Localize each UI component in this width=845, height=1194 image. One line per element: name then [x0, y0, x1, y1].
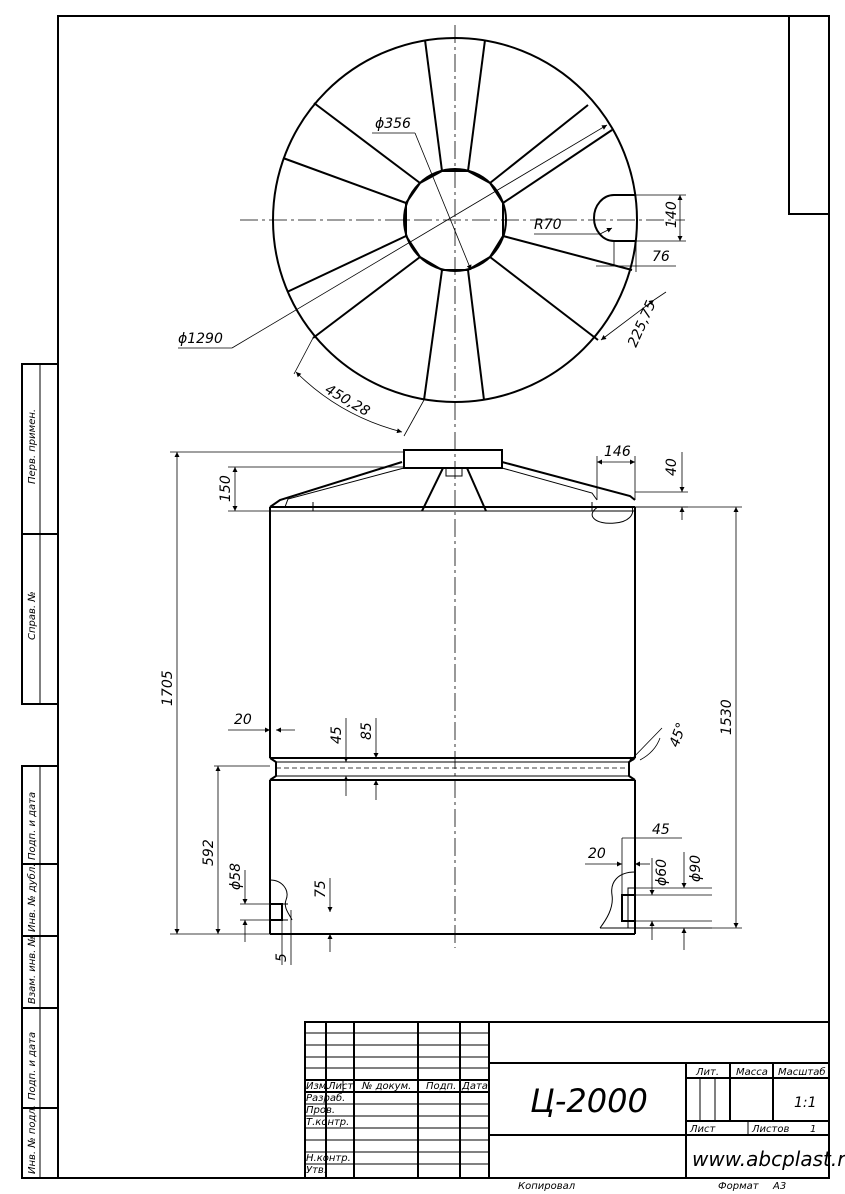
- tb-col-podp: Подп.: [426, 1081, 456, 1092]
- label-40: 40: [664, 458, 680, 476]
- side-label-sprav: Справ. №: [27, 591, 38, 640]
- side-label-inv-podl: Инв. № подл.: [27, 1105, 38, 1174]
- label-85: 85: [359, 722, 375, 740]
- tb-col-doc: № докум.: [361, 1081, 411, 1092]
- side-label-inv-dubl: Инв. № дубл.: [26, 864, 38, 932]
- label-r70: R70: [534, 217, 562, 233]
- label-dia-58: ϕ58: [228, 863, 244, 890]
- tb-scale: 1:1: [794, 1095, 817, 1111]
- tb-listov-label: Листов: [751, 1124, 789, 1135]
- side-lug: [593, 194, 636, 242]
- label-20-left: 20: [234, 712, 252, 728]
- tb-kopiroval: Копировал: [518, 1181, 576, 1192]
- label-45-deg: 45°: [667, 721, 691, 750]
- label-dia-1290: ϕ1290: [178, 331, 223, 347]
- label-20-right: 20: [588, 846, 606, 862]
- tb-company: www.abcplast.ru: [692, 1147, 845, 1171]
- label-dia-60: ϕ60: [654, 859, 670, 886]
- tb-row-tkontr: Т.контр.: [306, 1117, 349, 1128]
- tb-lit: Лит.: [695, 1067, 719, 1078]
- label-1705: 1705: [160, 670, 176, 706]
- label-140: 140: [664, 201, 680, 228]
- tb-format-label: Формат: [718, 1181, 760, 1192]
- tb-row-utv: Утв.: [306, 1165, 327, 1176]
- tb-row-prov: Пров.: [306, 1105, 335, 1116]
- tb-row-razrab: Разраб.: [306, 1092, 345, 1104]
- tb-masshtab: Масштаб: [778, 1066, 826, 1078]
- label-1530: 1530: [719, 699, 735, 735]
- side-label-podp-data-2: Подп. и дата: [27, 1032, 38, 1100]
- label-76: 76: [652, 249, 670, 265]
- tb-designation: Ц-2000: [530, 1082, 648, 1120]
- tb-row-nkontr: Н.контр.: [306, 1153, 351, 1164]
- tb-col-data: Дата: [461, 1081, 488, 1092]
- label-75: 75: [313, 880, 329, 898]
- label-45-band: 45: [329, 726, 345, 744]
- tb-list-label: Лист: [689, 1124, 717, 1135]
- label-5: 5: [274, 953, 290, 962]
- hub-octagon: [405, 170, 504, 271]
- tb-col-izm: Изм.: [306, 1081, 330, 1092]
- tb-listov-value: 1: [810, 1124, 816, 1135]
- label-dia-90: ϕ90: [688, 855, 704, 882]
- front-view: 1705 150 1530 146 40 20 45 85: [160, 432, 742, 965]
- label-225-75: 225,75: [625, 298, 660, 349]
- title-block: Изм. Лист № докум. Подп. Дата Разраб. Пр…: [304, 1021, 845, 1192]
- side-stamp: Перв. примен. Справ. № Подп. и дата Инв.…: [21, 363, 59, 1179]
- sheet-frame: [57, 15, 830, 1179]
- tb-massa: Масса: [736, 1067, 768, 1078]
- top-view: ϕ356 R70 140 76 225,75 ϕ1290 450,28: [178, 25, 686, 437]
- tb-col-list: Лист: [327, 1081, 355, 1092]
- label-dia-356: ϕ356: [375, 116, 411, 132]
- ribs: [282, 39, 633, 401]
- label-150: 150: [218, 475, 234, 502]
- top-cap: [403, 449, 503, 469]
- side-label-perv-primen: Перв. примен.: [27, 409, 38, 484]
- side-label-vzam-inv: Взам. инв. №: [27, 936, 38, 1004]
- label-45-right: 45: [652, 822, 670, 838]
- label-146: 146: [604, 444, 631, 460]
- tb-format-value: А3: [772, 1181, 786, 1192]
- label-450-28: 450,28: [322, 382, 373, 420]
- label-592: 592: [201, 839, 217, 866]
- side-label-podp-data-1: Подп. и дата: [27, 792, 38, 860]
